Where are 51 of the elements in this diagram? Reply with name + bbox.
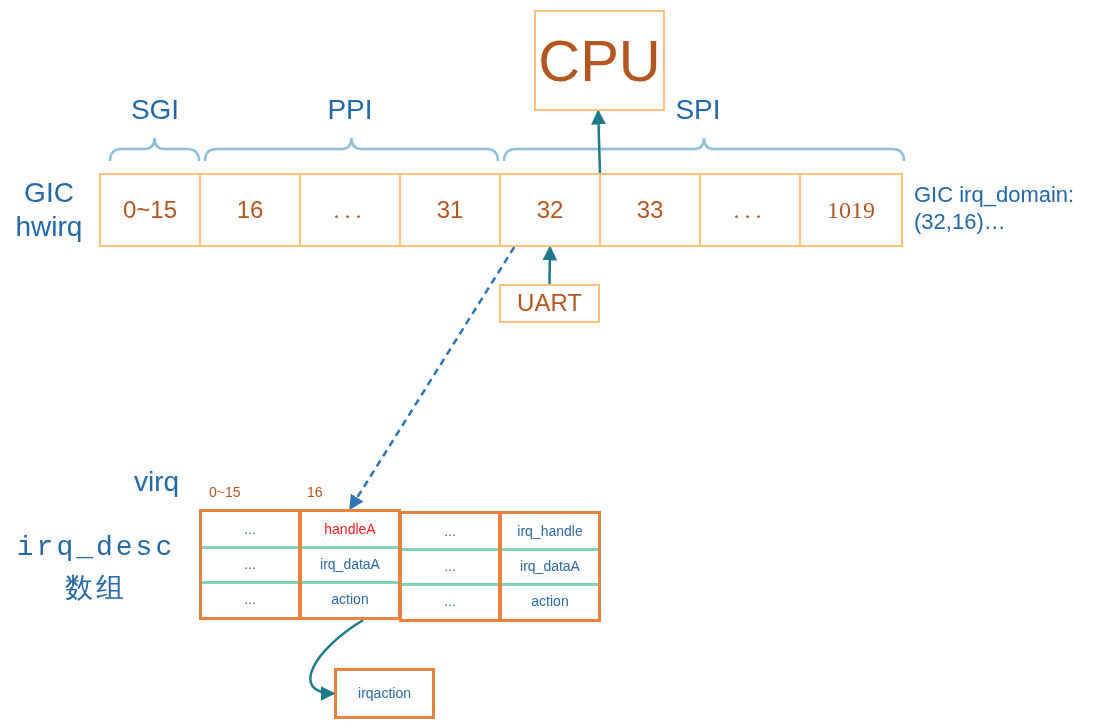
hwirq-number: 0~15 — [122, 196, 178, 224]
cpu-label: CPU — [538, 28, 661, 93]
field-label: handleA — [324, 521, 376, 538]
curved-arrow — [309, 618, 364, 700]
array-label: irq_desc 数组 — [15, 531, 177, 607]
struct-box — [334, 668, 435, 719]
hwirq-cell — [299, 173, 401, 247]
arrow — [542, 245, 558, 284]
hwirq-number: 16 — [236, 196, 264, 224]
field-label: ... — [444, 523, 456, 540]
row-label: virq — [134, 467, 180, 498]
hwirq-number: 32 — [536, 196, 564, 224]
arrow — [591, 109, 607, 174]
field-label: ... — [444, 558, 456, 575]
irq-desc-entry — [299, 509, 401, 620]
index-label: 0~15 — [209, 485, 241, 501]
field-label: irq_dataA — [320, 556, 380, 573]
hwirq-number: 33 — [636, 196, 664, 224]
dashed-arrow — [348, 246, 516, 511]
field-label: action — [331, 591, 369, 608]
field-label: ... — [244, 521, 256, 538]
field-label: irq_dataA — [520, 558, 580, 575]
irq-desc-entry — [399, 511, 501, 622]
field-label: action — [531, 593, 569, 610]
field-label: ... — [444, 593, 456, 610]
irq-desc-entry — [199, 509, 301, 620]
device-label: UART — [517, 290, 582, 317]
irq-desc-entry — [499, 511, 601, 622]
hwirq-cell — [599, 173, 701, 247]
hwirq-cell — [99, 173, 201, 247]
hwirq-cell — [699, 173, 801, 247]
row-label: GIC hwirq — [14, 176, 84, 244]
device-box — [499, 284, 600, 323]
hwirq-cell — [799, 173, 903, 247]
field-label: ... — [244, 556, 256, 573]
index-label: 16 — [307, 485, 323, 501]
cpu-box — [534, 10, 665, 111]
note-text: GIC irq_domain: (32,16)… — [914, 181, 1076, 235]
hwirq-cell — [499, 173, 601, 247]
hwirq-number: ... — [733, 196, 767, 224]
range-label: PPI — [327, 95, 373, 126]
field-label: ... — [244, 591, 256, 608]
hwirq-cell — [199, 173, 301, 247]
hwirq-number: 1019 — [827, 196, 875, 224]
struct-label: irqaction — [358, 685, 411, 702]
hwirq-number: 31 — [436, 196, 464, 224]
range-label: SGI — [130, 95, 180, 126]
range-label: SPI — [675, 95, 721, 126]
hwirq-number: ... — [333, 196, 367, 224]
field-label: irq_handle — [517, 523, 583, 540]
hwirq-cell — [399, 173, 501, 247]
